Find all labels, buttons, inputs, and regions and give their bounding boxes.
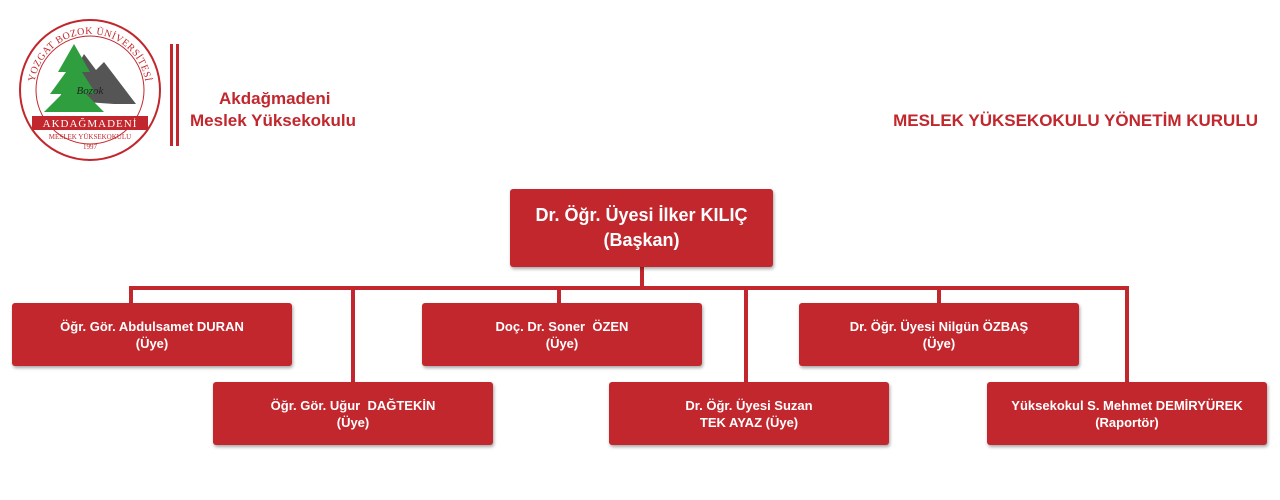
header-divider-bar: [170, 44, 173, 146]
member-line1: Yüksekokul S. Mehmet DEMİRYÜREK: [1011, 397, 1243, 413]
connector-line: [351, 286, 355, 384]
member-box: Dr. Öğr. Üyesi Suzan TEK AYAZ (Üye): [609, 382, 889, 445]
member-line2: (Üye): [545, 335, 579, 351]
member-box: Dr. Öğr. Üyesi Nilgün ÖZBAŞ (Üye): [799, 303, 1079, 366]
logo-band-text: AKDAĞMADENİ: [43, 118, 138, 130]
member-line2: TEK AYAZ (Üye): [699, 414, 799, 430]
member-line1: Öğr. Gör. Abdulsamet DURAN: [60, 318, 244, 334]
pine-tree-icon: [44, 44, 104, 112]
school-name: Akdağmadeni Meslek Yüksekokulu: [190, 88, 356, 132]
member-line1: Doç. Dr. Soner ÖZEN: [495, 318, 629, 334]
member-line1: Dr. Öğr. Üyesi Suzan: [685, 397, 813, 413]
school-name-line2: Meslek Yüksekokulu: [190, 111, 356, 130]
chairman-name: Dr. Öğr. Üyesi İlker KILIÇ: [535, 205, 748, 225]
member-line1: Dr. Öğr. Üyesi Nilgün ÖZBAŞ: [849, 318, 1029, 334]
member-line2: (Raportör): [1095, 414, 1159, 430]
member-line2: (Üye): [336, 414, 370, 430]
logo-sub-text: MESLEK YÜKSEKOKULU: [49, 133, 131, 141]
connector-line: [1125, 286, 1129, 384]
chairman-role: (Başkan): [603, 230, 680, 250]
member-line2: (Üye): [922, 335, 956, 351]
member-box: Öğr. Gör. Uğur DAĞTEKİN (Üye): [213, 382, 493, 445]
board-title: MESLEK YÜKSEKOKULU YÖNETİM KURULU: [893, 111, 1258, 130]
connector-line: [744, 286, 748, 384]
member-line1: Öğr. Gör. Uğur DAĞTEKİN: [270, 397, 436, 413]
connector-line: [937, 286, 941, 306]
logo-year: 1997: [83, 143, 98, 151]
member-box: Doç. Dr. Soner ÖZEN (Üye): [422, 303, 702, 366]
connector-line: [557, 286, 561, 306]
header-divider-bar: [176, 44, 179, 146]
school-name-line1: Akdağmadeni: [219, 89, 331, 108]
member-line2: (Üye): [135, 335, 169, 351]
member-box: Öğr. Gör. Abdulsamet DURAN (Üye): [12, 303, 292, 366]
connector-line: [129, 286, 1129, 290]
chairman-box: Dr. Öğr. Üyesi İlker KILIÇ (Başkan): [510, 189, 773, 267]
logo-script-text: Bozok: [77, 85, 105, 97]
university-logo: YOZGAT BOZOK ÜNİVERSİTESİ Bozok AKDAĞMAD…: [19, 19, 161, 161]
connector-line: [129, 286, 133, 306]
member-box: Yüksekokul S. Mehmet DEMİRYÜREK (Raportö…: [987, 382, 1267, 445]
connector-line: [640, 266, 644, 288]
